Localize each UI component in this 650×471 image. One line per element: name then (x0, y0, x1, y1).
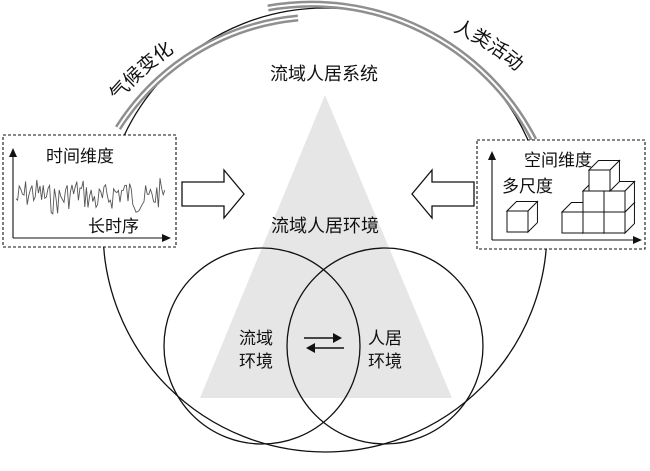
left-circle-line1: 流域 (239, 329, 273, 349)
time-series-line (15, 178, 166, 215)
right-inner-circle (286, 247, 484, 445)
space-box-subtitle: 多尺度 (502, 177, 553, 197)
central-triangle (200, 95, 452, 398)
left-inner-circle (163, 247, 361, 445)
right-circle-line1: 人居 (368, 329, 402, 349)
system-title: 流域人居系统 (270, 64, 378, 85)
left-gray-arc-inner (117, 17, 299, 129)
arc-right-label: 人类活动 (451, 16, 528, 76)
right-circle-line2: 环境 (368, 352, 402, 372)
hollow-arrow-left-icon (411, 168, 475, 220)
left-arrow-icon (306, 343, 344, 353)
space-box-title: 空间维度 (524, 151, 592, 171)
left-circle-line2: 环境 (239, 352, 273, 372)
right-arrow-icon (304, 333, 342, 343)
time-box-subtitle: 长时序 (88, 217, 139, 237)
hollow-arrow-right-icon (181, 168, 245, 220)
small-cube (505, 200, 539, 234)
time-box-title: 时间维度 (46, 147, 114, 167)
time-dimension-box: 时间维度 长时序 (2, 134, 177, 248)
cube-block (587, 159, 621, 193)
space-dimension-box: 空间维度 多尺度 (476, 139, 646, 250)
environment-title: 流域人居环境 (271, 216, 379, 237)
cube-stack-icon (505, 159, 636, 235)
right-gray-arc-inner (267, 3, 535, 141)
